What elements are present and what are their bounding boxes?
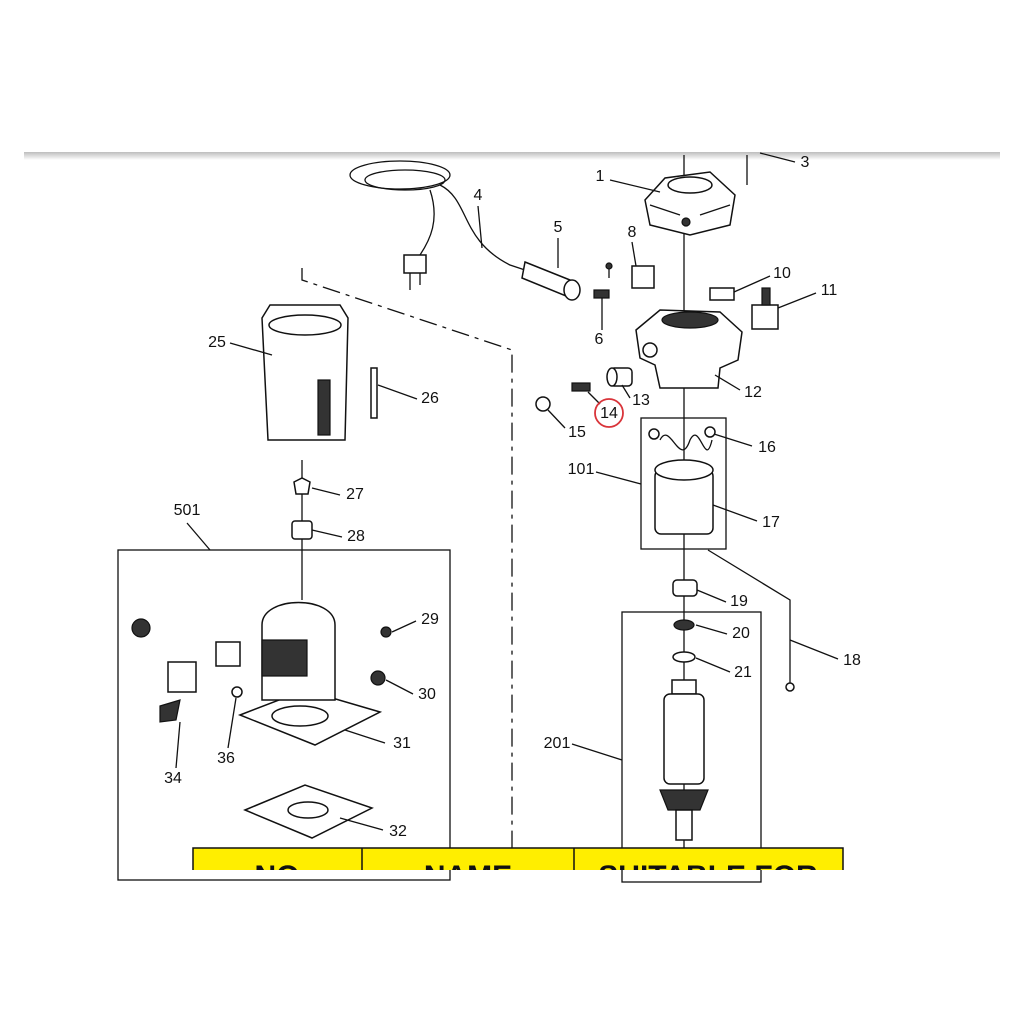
nut-part-27 — [293, 477, 311, 495]
parts-table-header: NO NAME SUITABLE FOR — [192, 847, 844, 893]
assembly-dashed-line — [301, 268, 513, 860]
base-assembly-part-501 — [131, 601, 392, 746]
washer-part-21 — [672, 651, 696, 663]
part-label-29: 29 — [421, 611, 439, 628]
part-label-1: 1 — [596, 168, 605, 185]
terminal-part-10 — [709, 287, 735, 301]
label-part-26 — [370, 367, 378, 419]
power-cord-part — [349, 160, 526, 290]
part-label-6: 6 — [595, 331, 604, 348]
collet-part-28 — [291, 520, 313, 540]
part-label-17: 17 — [762, 514, 780, 531]
column-header-name: NAME — [424, 860, 512, 893]
part-label-15: 15 — [568, 424, 586, 441]
clip-part-6 — [593, 289, 610, 299]
part-label-32: 32 — [389, 823, 407, 840]
bearing-part-20 — [673, 619, 695, 631]
brush-holder-part-13 — [606, 367, 633, 387]
cord-sleeve-part — [521, 260, 581, 301]
part-label-27: 27 — [346, 486, 364, 503]
part-label-21: 21 — [734, 664, 752, 681]
part-label-11: 11 — [821, 282, 838, 299]
part-label-3: 3 — [801, 154, 810, 171]
column-header-no: NO — [255, 860, 300, 893]
part-label-26: 26 — [421, 390, 439, 407]
assembly-box-201 — [621, 611, 762, 883]
long-screw-part-18 — [785, 612, 795, 692]
carbon-brush-part-14 — [571, 382, 591, 392]
motor-housing-part-12 — [635, 309, 743, 389]
part-label-36: 36 — [217, 750, 235, 767]
part-label-30: 30 — [418, 686, 436, 703]
part-label-4: 4 — [474, 187, 483, 204]
part-label-19: 19 — [730, 593, 748, 610]
base-housing-part-25 — [261, 304, 349, 441]
part-label-25: 25 — [208, 334, 226, 351]
armature-part-201 — [659, 679, 709, 841]
switch-part-11 — [751, 287, 779, 330]
assembly-box-501 — [117, 549, 451, 881]
top-cap-part — [644, 171, 736, 236]
bearing-part-19 — [672, 579, 698, 597]
part-label-5: 5 — [554, 219, 563, 236]
part-label-12: 12 — [744, 384, 762, 401]
part-label-34: 34 — [164, 770, 182, 787]
leader-lines — [175, 152, 839, 831]
part-label-10: 10 — [773, 265, 791, 282]
part-label-14: 14 — [600, 405, 618, 422]
part-label-501: 501 — [174, 502, 201, 519]
top-divider-bar — [24, 152, 1000, 160]
part-label-18: 18 — [843, 652, 861, 669]
column-header-suitable-for: SUITABLE FOR — [598, 860, 818, 893]
stator-part-17 — [648, 426, 716, 535]
part-label-101: 101 — [568, 461, 595, 478]
highlight-circle — [594, 398, 624, 428]
part-label-13: 13 — [632, 392, 650, 409]
part-label-8: 8 — [628, 224, 637, 241]
part-label-16: 16 — [758, 439, 776, 456]
bracket-part-8 — [631, 265, 655, 289]
part-label-201: 201 — [544, 735, 571, 752]
part-label-20: 20 — [732, 625, 750, 642]
part-label-28: 28 — [347, 528, 365, 545]
cap-part-15 — [535, 396, 551, 412]
part-label-31: 31 — [393, 735, 411, 752]
